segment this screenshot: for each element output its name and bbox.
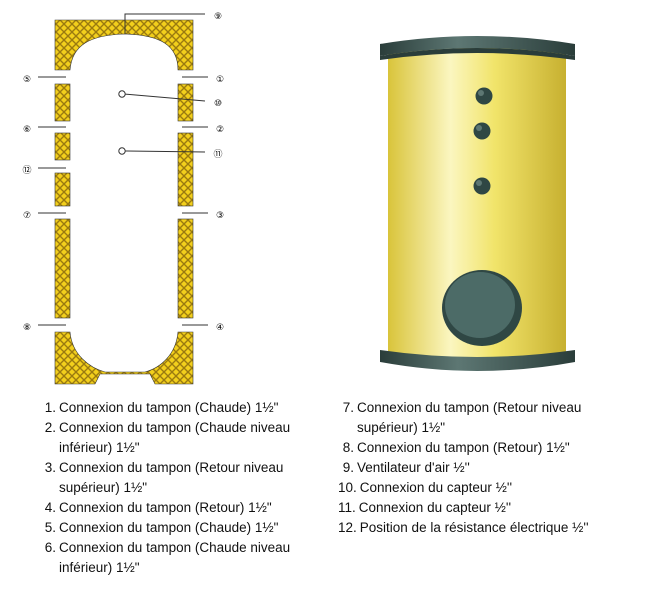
legend-item: 9.Ventilateur d'air ½'' — [338, 458, 638, 478]
legend-item: 2.Connexion du tampon (Chaude niveau inf… — [40, 418, 300, 458]
legend-number: 8. — [342, 440, 354, 455]
legend-text: Ventilateur d'air ½'' — [357, 460, 470, 475]
callout-6: ⑥ — [23, 125, 31, 135]
insulation-top — [54, 19, 194, 71]
legend-item: 11.Connexion du capteur ½'' — [338, 498, 638, 518]
legend-number: 7. — [342, 400, 354, 415]
legend-text: Connexion du tampon (Chaude niveau infér… — [59, 540, 291, 575]
callout-8: ⑧ — [23, 323, 31, 333]
tank-top-cap-rim — [380, 48, 575, 60]
legend-number: 4. — [44, 500, 56, 515]
insulation-right-2 — [177, 132, 194, 207]
legend-number: 6. — [44, 540, 56, 555]
insulation-bottom — [54, 331, 194, 385]
legend-number: 2. — [44, 420, 56, 435]
insulation-right-1 — [177, 83, 194, 122]
callout-leaders — [38, 13, 208, 326]
legend-number: 1. — [44, 400, 56, 415]
insulation-left-3 — [54, 172, 71, 207]
leader-9 — [124, 13, 205, 34]
buffer-tank-product — [380, 36, 575, 371]
callout-11: ⑪ — [213, 149, 222, 160]
tank-top-cap — [380, 36, 575, 56]
tank-port-middle-shine — [476, 125, 482, 131]
sensor-point-10 — [118, 90, 126, 98]
legend-item: 4.Connexion du tampon (Retour) 1½" — [40, 498, 300, 518]
buffer-tank-diagram: ⑨ ⑤ ① ⑩ ⑥ ② ⑪ ⑫ ⑦ ③ ⑧ ④ — [22, 12, 575, 385]
legend-text: Connexion du tampon (Retour) 1½" — [357, 440, 570, 455]
legend-item: 3.Connexion du tampon (Retour niveau sup… — [40, 458, 300, 498]
legend-text: Connexion du tampon (Chaude) 1½" — [59, 520, 279, 535]
legend-text: Connexion du tampon (Chaude) 1½" — [59, 400, 279, 415]
callout-1: ① — [216, 75, 224, 85]
callout-2: ② — [216, 125, 224, 135]
legend-text: Connexion du tampon (Retour niveau supér… — [59, 460, 284, 495]
legend-text: Connexion du tampon (Retour) 1½" — [59, 500, 272, 515]
tank-bottom-cap — [380, 350, 575, 371]
legend-item: 10.Connexion du capteur ½'' — [338, 478, 638, 498]
insulation-left-4 — [54, 218, 71, 319]
legend-list-right: 7.Connexion du tampon (Retour niveau sup… — [338, 398, 638, 538]
legend-number: 3. — [44, 460, 56, 475]
legend-number: 5. — [44, 520, 56, 535]
legend-item: 7.Connexion du tampon (Retour niveau sup… — [338, 398, 638, 438]
callout-7: ⑦ — [23, 211, 31, 221]
leader-11 — [123, 150, 206, 153]
tank-flange-cover — [445, 272, 515, 338]
callout-12: ⑫ — [22, 165, 31, 176]
legend-number: 11. — [338, 500, 356, 515]
tank-port-upper-shine — [478, 90, 484, 96]
tank-port-middle — [473, 122, 491, 140]
legend-list-left: 1.Connexion du tampon (Chaude) 1½" 2.Con… — [40, 398, 300, 578]
insulation-left-1 — [54, 83, 71, 122]
tank-port-upper — [475, 87, 493, 105]
legend-item: 12.Position de la résistance électrique … — [338, 518, 638, 538]
insulation-left-2 — [54, 132, 71, 161]
sensor-point-11 — [118, 147, 126, 155]
callout-labels: ⑨ ⑤ ① ⑩ ⑥ ② ⑪ ⑫ ⑦ ③ ⑧ ④ — [22, 12, 224, 333]
callout-4: ④ — [216, 323, 224, 333]
legend-item: 1.Connexion du tampon (Chaude) 1½" — [40, 398, 300, 418]
legend-item: 6.Connexion du tampon (Chaude niveau inf… — [40, 538, 300, 578]
callout-5: ⑤ — [23, 75, 31, 85]
insulation-right-3 — [177, 218, 194, 319]
tank-port-lower-shine — [476, 180, 482, 186]
legend-item: 5.Connexion du tampon (Chaude) 1½" — [40, 518, 300, 538]
callout-9: ⑨ — [214, 12, 222, 22]
legend-text: Connexion du tampon (Chaude niveau infér… — [59, 420, 291, 455]
leader-10 — [123, 93, 206, 102]
legend-text: Connexion du tampon (Retour niveau supér… — [357, 400, 582, 435]
legend-number: 10. — [338, 480, 357, 495]
legend-number: 12. — [338, 520, 357, 535]
tank-port-lower — [473, 177, 491, 195]
legend-text: Connexion du capteur ½'' — [359, 480, 513, 495]
legend-text: Position de la résistance électrique ½'' — [359, 520, 589, 535]
legend-text: Connexion du capteur ½'' — [358, 500, 512, 515]
legend-item: 8.Connexion du tampon (Retour) 1½" — [338, 438, 638, 458]
insulation-cross-section — [54, 19, 194, 385]
callout-10: ⑩ — [214, 99, 222, 109]
legend-number: 9. — [342, 460, 354, 475]
callout-3: ③ — [216, 211, 224, 221]
